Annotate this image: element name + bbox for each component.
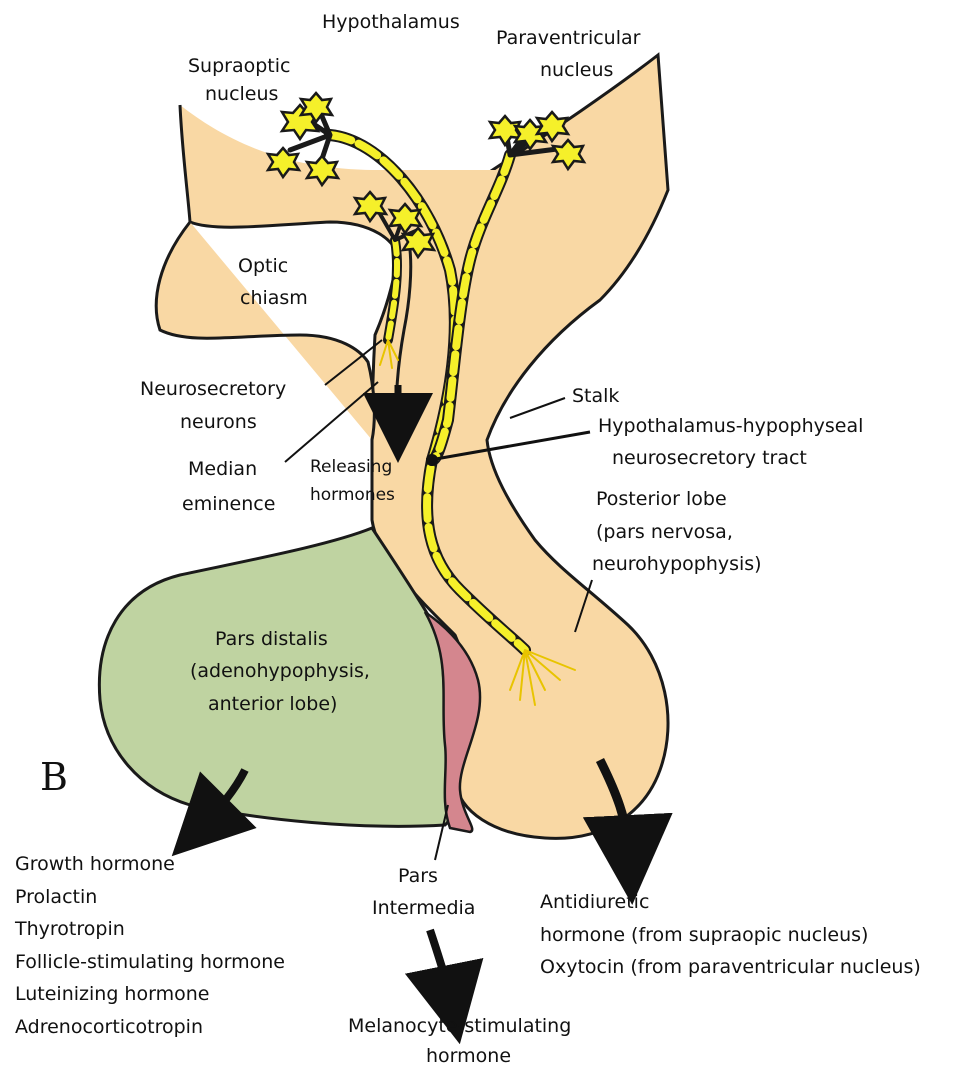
paraventricular-label-line2: nucleus bbox=[540, 59, 613, 81]
anterior-hormone-5: Luteinizing hormone bbox=[15, 983, 209, 1005]
releasing-hormones-label-line1: Releasing bbox=[310, 457, 392, 477]
supraoptic-label-line1: Supraoptic bbox=[188, 55, 290, 77]
tract-leader-dot bbox=[426, 454, 438, 466]
posterior-hormone-line2: hormone (from supraopic nucleus) bbox=[540, 924, 868, 946]
pars-distalis-label-line1: Pars distalis bbox=[215, 628, 328, 650]
posterior-hormone-line3: Oxytocin (from paraventricular nucleus) bbox=[540, 956, 921, 978]
hypothalamus-label: Hypothalamus bbox=[322, 11, 460, 33]
pars-intermedia-label-line1: Pars bbox=[398, 865, 438, 887]
stalk-leader bbox=[510, 398, 565, 418]
intermedia-output-arrow bbox=[430, 930, 452, 1005]
posterior-lobe-label-line2: (pars nervosa, bbox=[596, 521, 733, 543]
paraventricular-label-line1: Paraventricular bbox=[496, 27, 641, 49]
pars-distalis-label-line2: (adenohypophysis, bbox=[190, 660, 370, 682]
anterior-hormone-4: Follicle-stimulating hormone bbox=[15, 951, 285, 973]
neurosecretory-neurons-label-line2: neurons bbox=[180, 411, 257, 433]
tract-label-line2: neurosecretory tract bbox=[612, 447, 807, 469]
posterior-lobe-label-line1: Posterior lobe bbox=[596, 488, 727, 510]
anterior-hormone-list: Growth hormone Prolactin Thyrotropin Fol… bbox=[14, 853, 285, 1038]
intermedia-hormone-list: Melanocyte-stimulating hormone bbox=[348, 1015, 571, 1067]
stalk-label: Stalk bbox=[572, 385, 619, 407]
intermedia-hormone-line2: hormone bbox=[426, 1045, 511, 1067]
optic-chiasm-label-line1: Optic bbox=[238, 255, 288, 277]
median-eminence-label-line2: eminence bbox=[182, 493, 275, 515]
posterior-hormone-list: Antidiuretic hormone (from supraopic nuc… bbox=[540, 891, 921, 978]
pars-intermedia-label-line2: Intermedia bbox=[372, 897, 475, 919]
anterior-hormone-1: Growth hormone bbox=[15, 853, 175, 875]
anterior-hormone-2: Prolactin bbox=[15, 886, 97, 908]
neurosecretory-neurons-label-line1: Neurosecretory bbox=[140, 378, 286, 400]
intermedia-hormone-line1: Melanocyte-stimulating bbox=[348, 1015, 571, 1037]
anterior-hormone-6: Adrenocorticotropin bbox=[15, 1016, 203, 1038]
tract-label-line1: Hypothalamus-hypophyseal bbox=[598, 415, 863, 437]
posterior-hormone-line1: Antidiuretic bbox=[540, 891, 649, 913]
posterior-lobe-label-line3: neurohypophysis) bbox=[592, 553, 762, 575]
supraoptic-label-line2: nucleus bbox=[205, 83, 278, 105]
panel-letter: B bbox=[40, 755, 68, 799]
releasing-hormones-label-line2: hormones bbox=[310, 485, 395, 505]
median-eminence-label-line1: Median bbox=[188, 458, 257, 480]
optic-chiasm-label-line2: chiasm bbox=[240, 287, 308, 309]
pars-distalis-label-line3: anterior lobe) bbox=[208, 693, 337, 715]
anterior-hormone-3: Thyrotropin bbox=[14, 918, 125, 940]
